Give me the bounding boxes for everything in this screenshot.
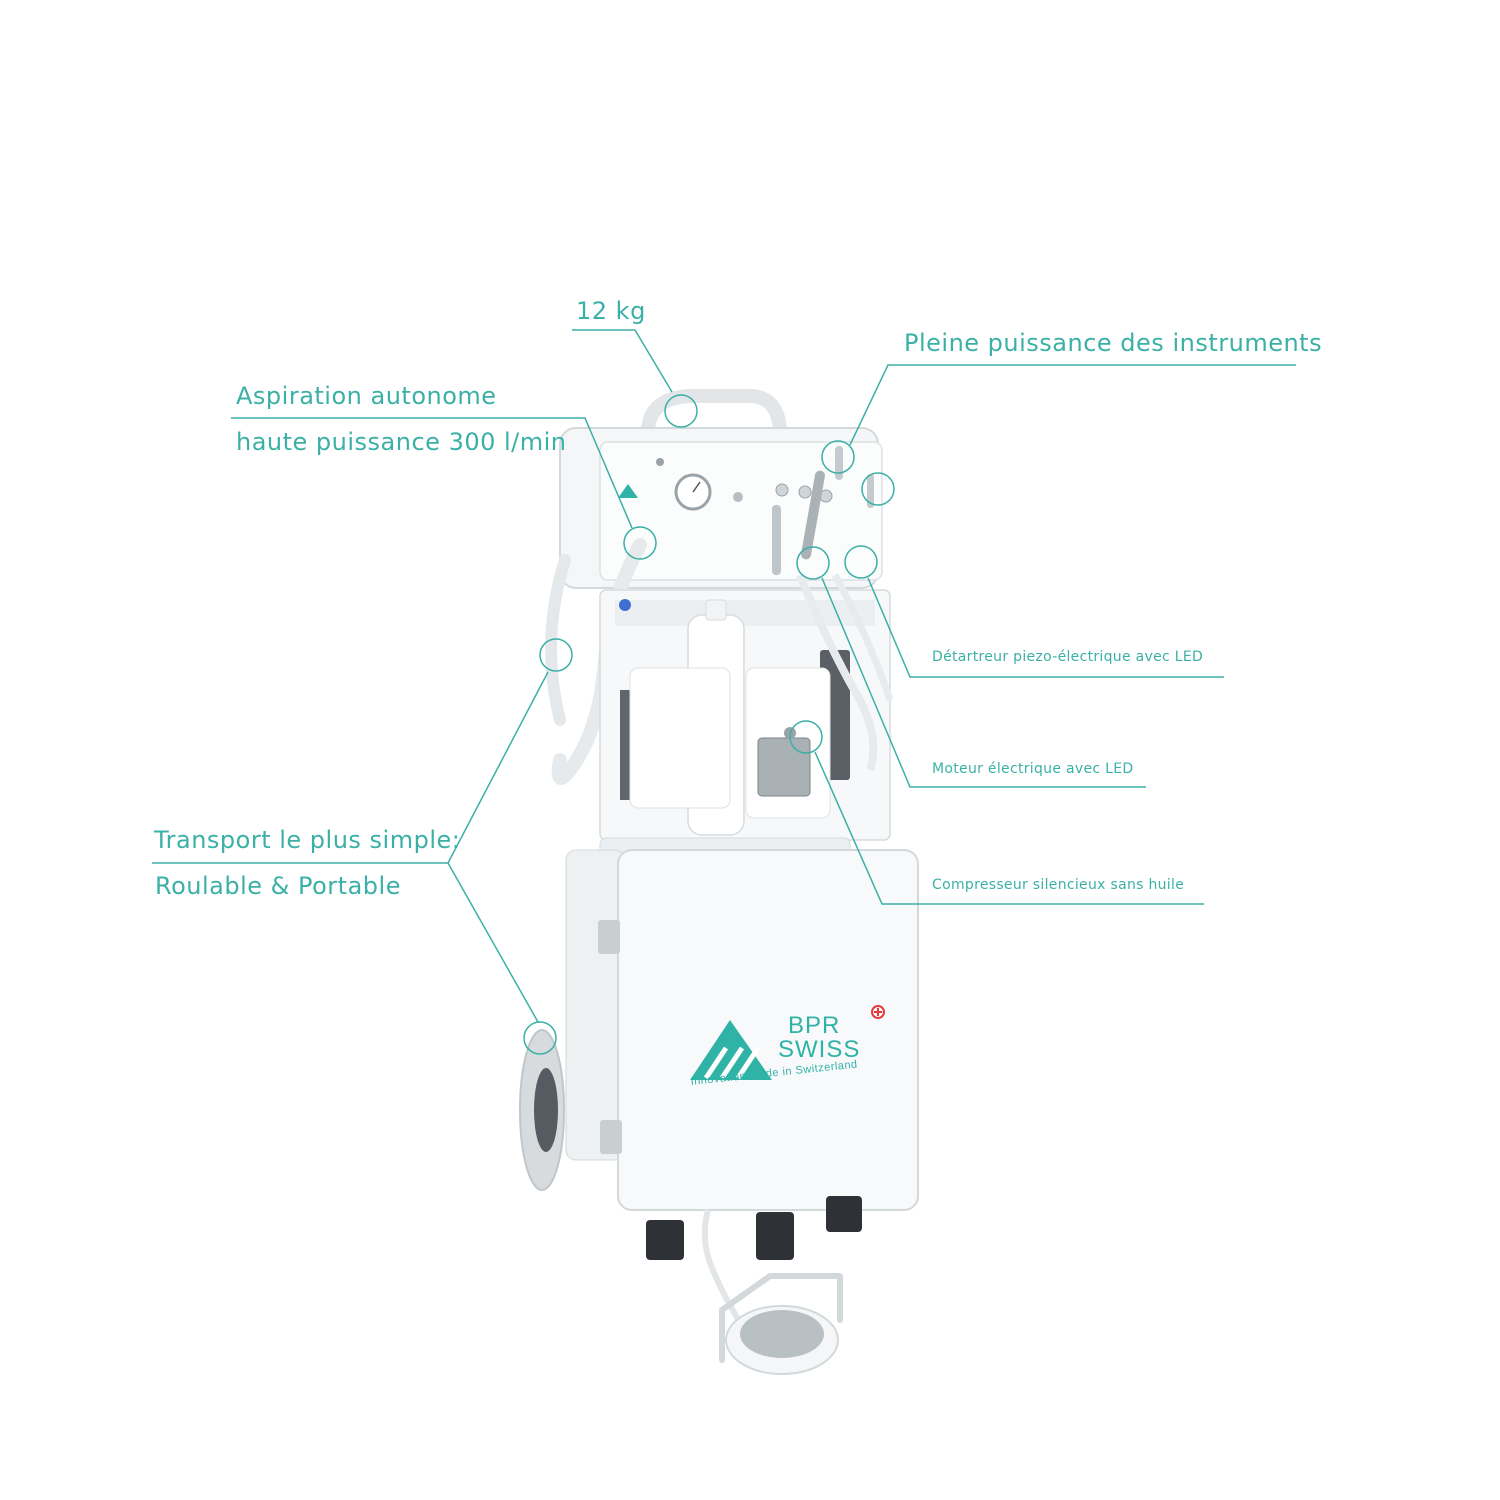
brand-logo-icon <box>690 1020 772 1080</box>
callout-line-motor <box>821 577 1146 788</box>
callout-line-scaler <box>867 577 1224 678</box>
callout-marker-scaler <box>844 545 878 579</box>
callout-marker-instruments-1 <box>821 440 855 474</box>
callout-line-instruments <box>849 364 1296 446</box>
callout-label-transport-line2: Roulable & Portable <box>155 872 401 900</box>
callout-label-instruments: Pleine puissance des instruments <box>904 329 1323 357</box>
callout-label-weight: 12 kg <box>576 297 646 325</box>
swiss-cross-icon <box>871 1005 885 1019</box>
callout-line-weight <box>572 329 673 393</box>
motor-handpiece-icon <box>801 470 825 560</box>
callout-marker-transport-wheel <box>523 1021 557 1055</box>
caster-wheel-right <box>826 1196 862 1232</box>
brand-name-line2: SWISS <box>778 1036 861 1063</box>
caster-wheel-center <box>756 1212 794 1260</box>
callout-marker-weight <box>664 394 698 428</box>
callout-line-compressor <box>814 751 1204 905</box>
compressor-window <box>757 737 811 797</box>
callout-label-aspiration-line2: haute puissance 300 l/min <box>236 428 567 456</box>
callout-line-aspiration <box>231 417 633 529</box>
caster-wheel-left <box>646 1220 684 1260</box>
callout-line-transport <box>152 671 549 1023</box>
callout-marker-transport-handle <box>539 638 573 672</box>
callout-label-transport-line1: Transport le plus simple: <box>154 826 461 854</box>
callout-marker-compressor <box>789 720 823 754</box>
callout-label-motor: Moteur électrique avec LED <box>932 761 1134 777</box>
panel-logo-icon <box>618 484 638 498</box>
callout-marker-instruments-2 <box>861 472 895 506</box>
callout-label-scaler: Détartreur piezo-électrique avec LED <box>932 649 1204 665</box>
handpiece-left-icon <box>772 505 781 575</box>
carry-handle <box>641 389 787 437</box>
callout-marker-aspiration <box>623 526 657 560</box>
callout-marker-motor <box>796 546 830 580</box>
brand-name-line1: BPR <box>788 1012 841 1039</box>
callout-label-aspiration-line1: Aspiration autonome <box>236 382 497 410</box>
lower-case <box>617 849 919 1211</box>
callout-label-compressor: Compresseur silencieux sans huile <box>932 877 1185 893</box>
